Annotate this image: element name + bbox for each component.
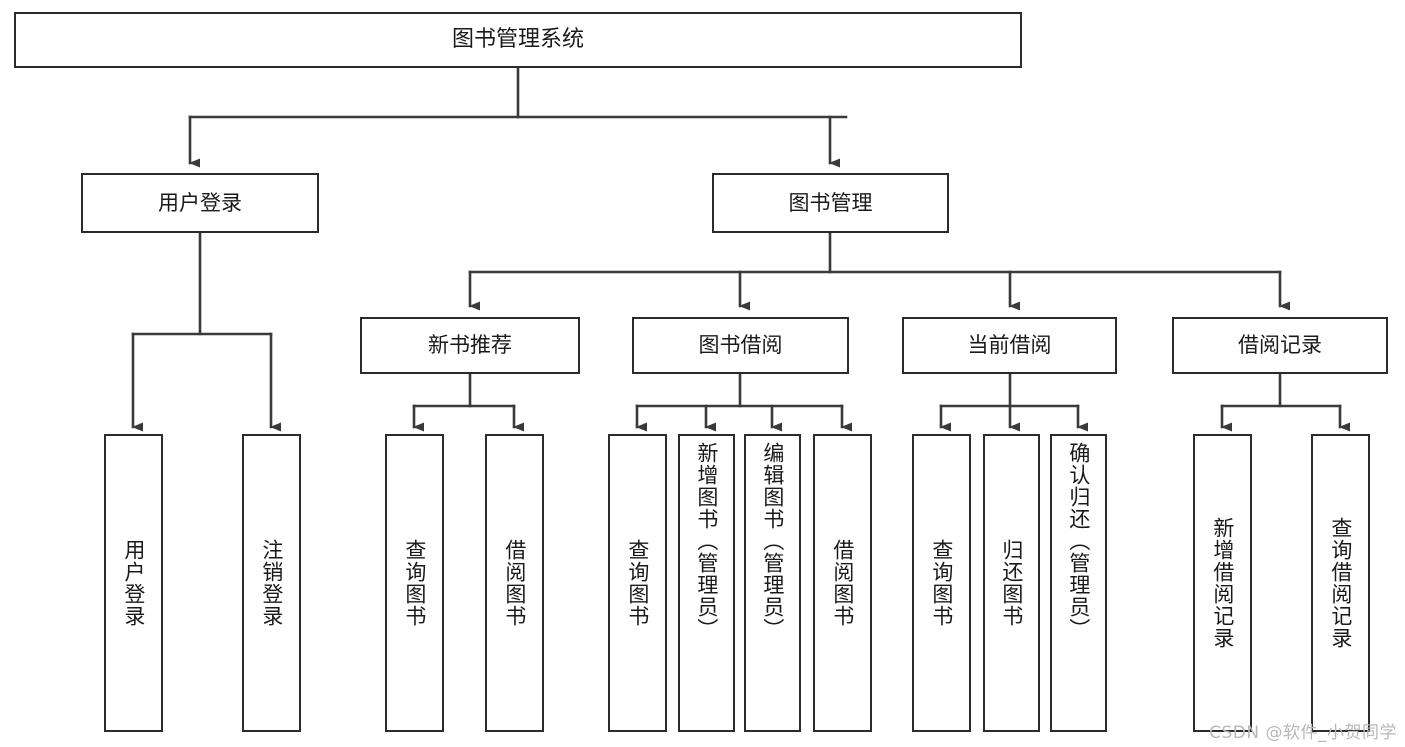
- node-label: 新增借阅记录: [1210, 517, 1235, 649]
- leaf-book-borrow-borrow-books[interactable]: 借阅图书: [813, 434, 872, 732]
- node-label: 图书借阅: [698, 333, 783, 357]
- leaf-current-borrow-confirm-return-admin[interactable]: 确认归还（管理员）: [1050, 434, 1107, 732]
- leaf-borrow-records-add-record[interactable]: 新增借阅记录: [1193, 434, 1252, 732]
- node-new-book-recommend[interactable]: 新书推荐: [360, 317, 580, 374]
- node-label: 查询图书: [929, 539, 954, 627]
- node-label: 注销登录: [259, 539, 284, 627]
- node-current-borrow[interactable]: 当前借阅: [902, 317, 1117, 374]
- node-label: 归还图书: [999, 539, 1024, 627]
- leaf-borrow-records-query-record[interactable]: 查询借阅记录: [1311, 434, 1370, 732]
- node-label: 用户登录: [158, 190, 242, 215]
- node-label: 图书管理: [788, 190, 873, 215]
- leaf-book-borrow-add-book-admin[interactable]: 新增图书（管理员）: [678, 434, 735, 732]
- node-book-borrow[interactable]: 图书借阅: [632, 317, 849, 374]
- node-label: 查询图书: [402, 539, 427, 627]
- node-label: 编辑图书（管理员）: [760, 442, 785, 640]
- leaf-current-borrow-query-books[interactable]: 查询图书: [912, 434, 971, 732]
- node-label: 用户登录: [121, 539, 146, 627]
- node-label: 新书推荐: [428, 333, 512, 357]
- leaf-new-book-query-books[interactable]: 查询图书: [385, 434, 444, 732]
- leaf-new-book-borrow-books[interactable]: 借阅图书: [485, 434, 544, 732]
- node-label: 图书管理系统: [451, 27, 584, 52]
- leaf-book-borrow-edit-book-admin[interactable]: 编辑图书（管理员）: [744, 434, 801, 732]
- node-root-book-management-system[interactable]: 图书管理系统: [14, 12, 1022, 68]
- node-label: 新增图书（管理员）: [694, 442, 719, 640]
- leaf-user-login-logout[interactable]: 注销登录: [242, 434, 301, 732]
- node-user-login[interactable]: 用户登录: [81, 173, 319, 233]
- node-label: 查询借阅记录: [1328, 517, 1353, 649]
- node-borrow-records[interactable]: 借阅记录: [1172, 317, 1388, 374]
- leaf-current-borrow-return-books[interactable]: 归还图书: [983, 434, 1040, 732]
- node-label: 确认归还（管理员）: [1066, 442, 1091, 640]
- leaf-book-borrow-query-books[interactable]: 查询图书: [608, 434, 667, 732]
- watermark-text: CSDN @软件_小贺同学: [1209, 723, 1397, 743]
- node-label: 借阅图书: [502, 539, 527, 627]
- node-label: 借阅记录: [1238, 333, 1322, 357]
- leaf-user-login-login[interactable]: 用户登录: [104, 434, 163, 732]
- node-label: 查询图书: [625, 539, 650, 627]
- node-label: 当前借阅: [967, 333, 1052, 357]
- node-label: 借阅图书: [830, 539, 855, 627]
- node-book-management[interactable]: 图书管理: [712, 173, 949, 233]
